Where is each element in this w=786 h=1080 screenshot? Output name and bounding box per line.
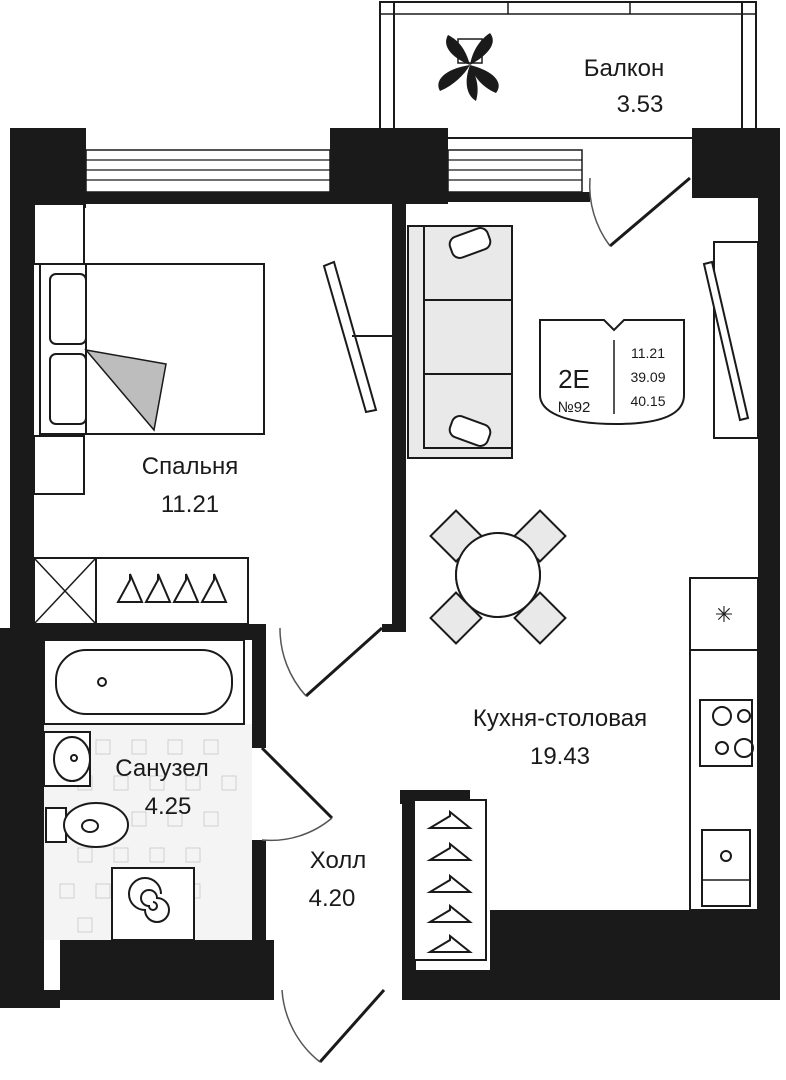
badge-area-living: 11.21 xyxy=(631,345,665,361)
window-bedroom xyxy=(85,149,331,193)
bathroom-area: 4.25 xyxy=(145,793,192,820)
bathroom-door xyxy=(260,746,334,842)
apartment-badge: 2E №92 11.21 39.09 40.15 xyxy=(539,319,685,426)
washbasin xyxy=(43,731,91,787)
hall-name: Холл xyxy=(310,847,367,874)
sofa xyxy=(407,225,513,459)
hall-area: 4.20 xyxy=(309,885,356,912)
bedroom: Спальня 11.21 xyxy=(33,203,392,698)
hanger-icon xyxy=(172,573,200,603)
balcony-name: Балкон xyxy=(584,55,664,82)
plant-icon xyxy=(438,33,499,101)
balcony-door xyxy=(588,176,691,248)
window-kitchen xyxy=(447,149,583,193)
washing-machine-icon xyxy=(111,867,195,941)
badge-area-total: 39.09 xyxy=(630,369,665,385)
kitchen-area: 19.43 xyxy=(530,743,590,770)
toilet xyxy=(45,802,129,848)
stove-icon xyxy=(699,699,754,767)
hanger-icon xyxy=(426,809,473,829)
hanger-icon xyxy=(426,903,473,923)
bedroom-door xyxy=(279,626,384,698)
bed xyxy=(39,263,265,435)
hall: Холл 4.20 xyxy=(260,746,487,1063)
kitchen: 2E №92 11.21 39.09 40.15 ✳ xyxy=(407,176,759,911)
kitchen-name: Кухня-столовая xyxy=(473,705,647,732)
hall-wardrobe xyxy=(413,799,487,961)
tv xyxy=(702,241,759,439)
hanger-icon xyxy=(426,873,473,893)
apartment-number: №92 xyxy=(558,399,591,416)
hanger-icon xyxy=(426,933,473,953)
balcony-area: 3.53 xyxy=(617,91,664,118)
fridge-icon: ✳ xyxy=(715,602,733,627)
sink-icon xyxy=(701,829,751,907)
bathroom: Санузел 4.25 xyxy=(43,639,252,941)
entrance-door xyxy=(281,989,386,1063)
bedroom-area: 11.21 xyxy=(161,491,219,518)
balcony: Балкон 3.53 xyxy=(379,1,757,139)
bathtub xyxy=(43,639,245,725)
bedroom-name: Спальня xyxy=(142,453,238,480)
hanger-icon xyxy=(426,841,473,861)
kitchen-counter: ✳ xyxy=(689,577,759,911)
hanger-icon xyxy=(144,573,172,603)
apartment-type: 2E xyxy=(558,364,590,394)
bathroom-name: Санузел xyxy=(115,755,209,782)
dining-table xyxy=(429,509,567,645)
badge-area-full: 40.15 xyxy=(630,393,665,409)
hanger-icon xyxy=(116,573,144,603)
hanger-icon xyxy=(200,573,228,603)
tv xyxy=(322,260,392,414)
bedroom-wardrobe xyxy=(33,557,249,625)
